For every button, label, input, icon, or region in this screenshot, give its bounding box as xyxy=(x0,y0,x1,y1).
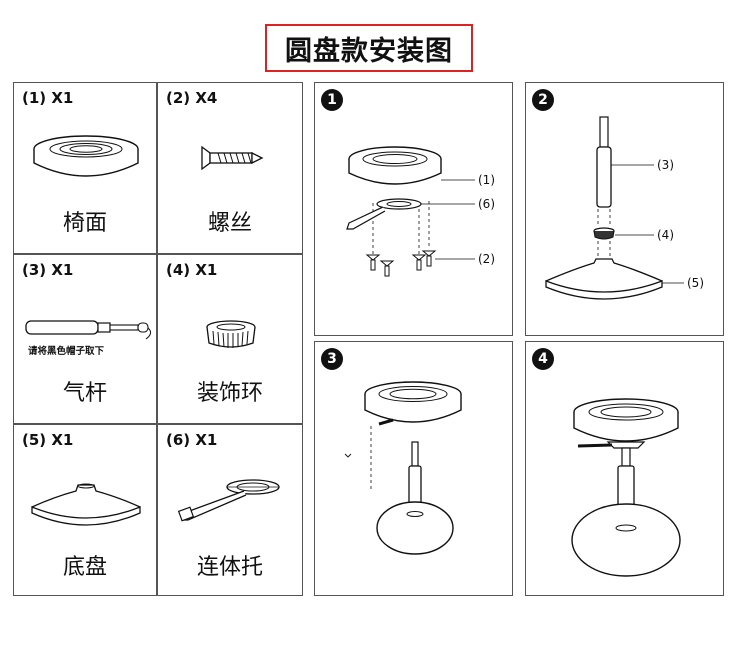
part-name: 气杆 xyxy=(62,381,107,406)
step-1-illustration: (1) (6) (2) xyxy=(346,146,495,277)
gas-lift-note: 请将黑色帽子取下 xyxy=(28,346,105,357)
step-2-panel: 2 (3) (4) (5) xyxy=(525,82,724,336)
step-number-badge: 3 xyxy=(321,348,343,370)
part-label: (5) X1 xyxy=(22,431,74,449)
callout-5: (5) xyxy=(687,276,704,290)
part-label: (3) X1 xyxy=(22,261,74,279)
part-name: 椅面 xyxy=(62,211,107,236)
part-cell-screw: (2) X4 螺丝 xyxy=(157,82,303,254)
part-label: (4) X1 xyxy=(166,261,218,279)
step-number-badge: 1 xyxy=(321,89,343,111)
callout-2: (2) xyxy=(478,252,495,266)
part-name: 装饰环 xyxy=(196,381,263,406)
base-illustration xyxy=(31,483,141,526)
part-name: 底盘 xyxy=(62,555,107,580)
gas-lift-illustration xyxy=(25,320,152,340)
step-3-illustration xyxy=(344,381,462,555)
ring-illustration xyxy=(206,320,256,348)
callout-4: (4) xyxy=(657,228,674,242)
step-3-panel: 3 xyxy=(314,341,513,596)
step-2-illustration: (3) (4) (5) xyxy=(545,116,704,300)
step-number-badge: 4 xyxy=(532,348,554,370)
part-label: (2) X4 xyxy=(166,89,218,107)
callout-6: (6) xyxy=(478,197,495,211)
mechanism-illustration xyxy=(177,479,280,522)
part-cell-gas-lift: (3) X1 请将黑色帽子取下 气杆 xyxy=(13,254,157,424)
step-1-panel: 1 (1) (6) (2) xyxy=(314,82,513,336)
part-label: (1) X1 xyxy=(22,89,74,107)
part-cell-base: (5) X1 底盘 xyxy=(13,424,157,596)
part-cell-mechanism: (6) X1 连体托 xyxy=(157,424,303,596)
callout-1: (1) xyxy=(478,173,495,187)
part-cell-decorative-ring: (4) X1 装饰环 xyxy=(157,254,303,424)
step-number-badge: 2 xyxy=(532,89,554,111)
step-4-illustration xyxy=(571,398,681,577)
part-label: (6) X1 xyxy=(166,431,218,449)
step-4-panel: 4 xyxy=(525,341,724,596)
screw-illustration xyxy=(201,145,264,171)
part-name: 螺丝 xyxy=(207,211,252,236)
seat-illustration xyxy=(33,135,139,177)
part-name: 连体托 xyxy=(196,555,263,580)
part-cell-seat: (1) X1 椅面 xyxy=(13,82,157,254)
callout-3: (3) xyxy=(657,158,674,172)
page-title: 圆盘款安装图 xyxy=(265,24,473,72)
